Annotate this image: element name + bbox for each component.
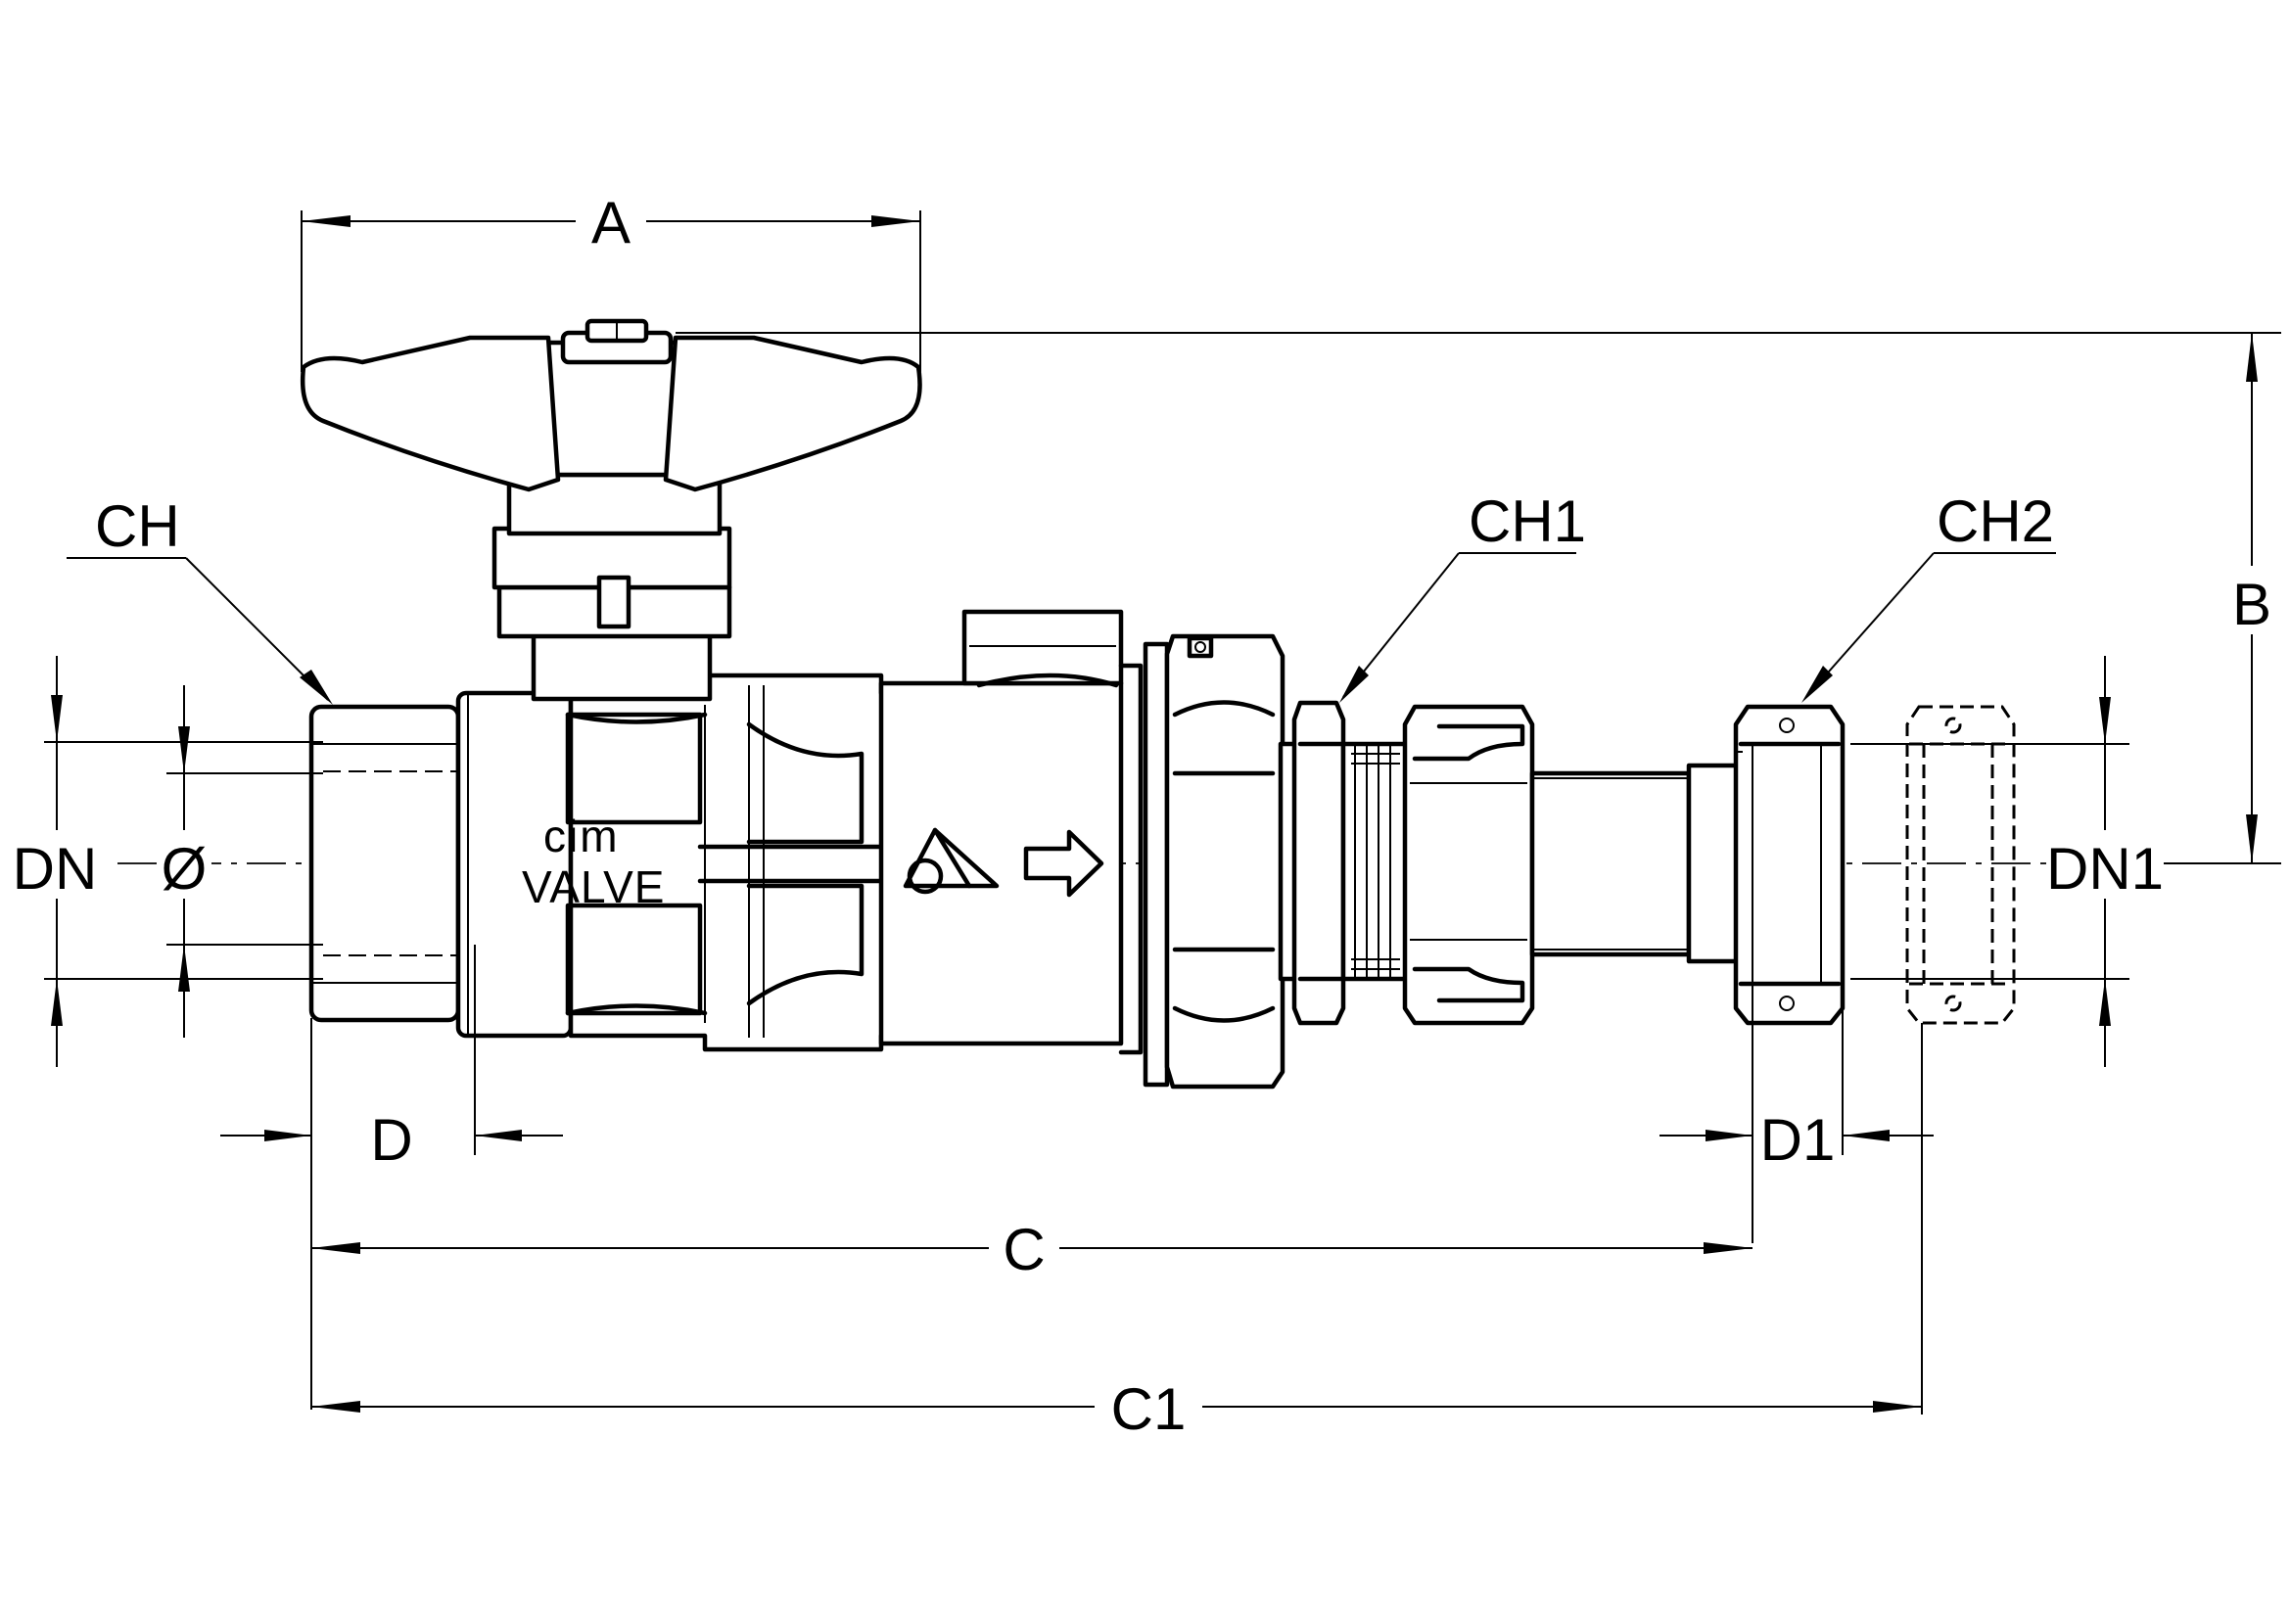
label-D1: D1 bbox=[1760, 1107, 1836, 1173]
dimension-diameter: Ø bbox=[157, 685, 323, 1038]
label-CH1: CH1 bbox=[1469, 488, 1586, 554]
label-C1: C1 bbox=[1111, 1376, 1187, 1442]
dimension-A: A bbox=[301, 186, 921, 372]
dimension-C1: C1 bbox=[311, 1023, 1923, 1442]
brand-marking: cim VALVE bbox=[522, 811, 665, 912]
dimension-DN1: DN1 bbox=[1850, 656, 2164, 1067]
label-D: D bbox=[370, 1107, 412, 1173]
butterfly-handle[interactable] bbox=[301, 318, 922, 702]
dimension-B: B bbox=[676, 332, 2281, 864]
dimension-D: D bbox=[220, 945, 563, 1410]
flow-direction-arrow-icon bbox=[1023, 829, 1104, 898]
label-B: B bbox=[2232, 572, 2271, 637]
label-C: C bbox=[1003, 1217, 1045, 1282]
leader-CH: CH bbox=[67, 493, 333, 705]
dimension-D1: D1 bbox=[1659, 984, 1934, 1243]
end-nut-ch2 bbox=[1733, 704, 1846, 1026]
dimension-DN: DN bbox=[8, 656, 323, 1067]
label-DN1: DN1 bbox=[2046, 836, 2164, 902]
label-CH: CH bbox=[95, 493, 180, 559]
leader-CH2: CH2 bbox=[1801, 488, 2056, 703]
compression-nut bbox=[1402, 704, 1535, 1026]
end-nut-ghost bbox=[1905, 705, 2016, 1025]
dimension-C: C bbox=[311, 1214, 1753, 1282]
lock-nut-ch1 bbox=[1278, 700, 1410, 1026]
leader-CH1: CH1 bbox=[1339, 488, 1586, 703]
label-DN: DN bbox=[13, 836, 98, 902]
valve-body bbox=[565, 609, 1144, 1055]
label-diameter: Ø bbox=[162, 836, 208, 902]
tailpiece-pipe bbox=[1529, 763, 1746, 964]
brand-line-2: VALVE bbox=[522, 861, 665, 912]
label-CH2: CH2 bbox=[1937, 488, 2054, 554]
label-A: A bbox=[591, 190, 631, 255]
union-nut bbox=[1143, 633, 1285, 1090]
brand-line-1: cim bbox=[543, 811, 620, 861]
brand-logo-icon bbox=[903, 827, 1000, 895]
left-threaded-end bbox=[308, 690, 574, 1039]
